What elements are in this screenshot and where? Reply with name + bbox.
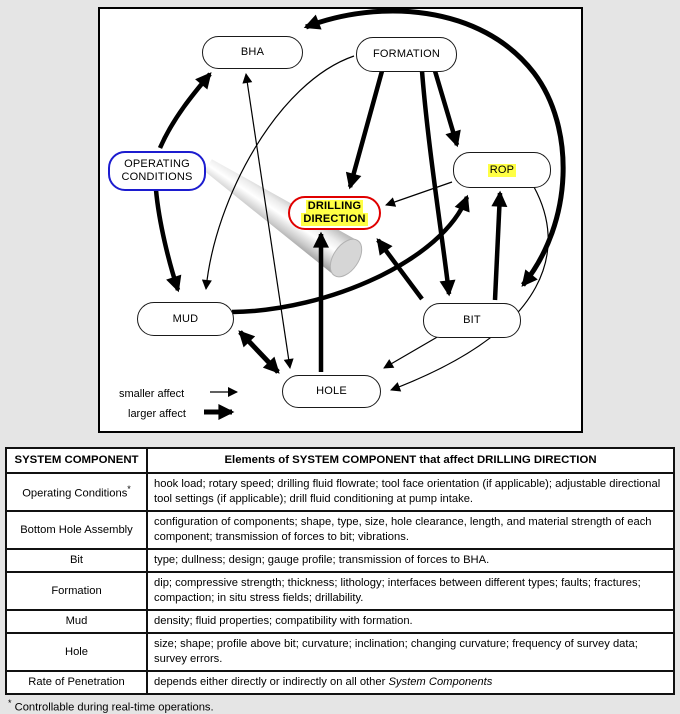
table-row: Formation dip; compressive strength; thi… [5, 571, 675, 611]
component-cell: Mud [5, 609, 148, 634]
node-formation: FORMATION [356, 37, 457, 72]
component-cell: Hole [5, 632, 148, 672]
edge-opcond-mud-large [153, 189, 182, 293]
node-operating-conditions-line1: OPERATING [124, 158, 190, 170]
table-row: Hole size; shape; profile above bit; cur… [5, 632, 675, 672]
component-cell: Bit [5, 548, 148, 573]
table-row: Bit type; dullness; design; gauge profil… [5, 548, 675, 573]
header-elements: Elements of SYSTEM COMPONENT that affect… [146, 447, 675, 474]
edge-mud-hole-large [238, 330, 280, 374]
node-hole: HOLE [282, 375, 381, 408]
node-bha-label: BHA [240, 46, 265, 58]
table-row: Operating Conditions* hook load; rotary … [5, 472, 675, 512]
edge-rop-drilling-direction-small [385, 181, 453, 207]
legend-smaller-affect-label: smaller affect [119, 388, 185, 400]
edge-formation-rop-large [432, 70, 461, 148]
diagram-arrows [153, 8, 566, 420]
system-interaction-diagram: BHA FORMATION OPERATING CONDITIONS ROP D… [98, 7, 583, 433]
node-formation-label: FORMATION [373, 48, 440, 60]
elements-cell: hook load; rotary speed; drilling fluid … [146, 472, 675, 512]
edge-mud-rop-large [231, 194, 470, 315]
table-row: Bottom Hole Assembly configuration of co… [5, 510, 675, 550]
table-row: Mud density; fluid properties; compatibi… [5, 609, 675, 634]
controllable-marker: * [127, 484, 131, 495]
component-cell: Formation [5, 571, 148, 611]
system-component-table-section: SYSTEM COMPONENT Elements of SYSTEM COMP… [5, 447, 675, 714]
header-system-component: SYSTEM COMPONENT [5, 447, 148, 474]
legend-larger-affect-label: larger affect [128, 408, 186, 420]
table-footnote: * Controllable during real-time operatio… [8, 698, 675, 714]
table-row: Rate of Penetration depends either direc… [5, 670, 675, 695]
node-bit-label: BIT [463, 314, 481, 326]
edge-formation-bit-large [419, 70, 456, 297]
edge-bit-drilling-direction-large [376, 238, 424, 301]
edge-formation-drilling-direction-large [345, 70, 385, 190]
edge-bha-hole-small [242, 73, 294, 369]
node-hole-label: HOLE [316, 385, 347, 397]
elements-cell: depends either directly or indirectly on… [146, 670, 675, 695]
elements-cell: density; fluid properties; compatibility… [146, 609, 675, 634]
edge-rop-hole-small [390, 186, 549, 392]
footnote-marker: * [8, 698, 12, 708]
node-drilling-direction-line1: DRILLING [305, 200, 364, 213]
node-operating-conditions-line2: CONDITIONS [121, 171, 193, 183]
node-rop-label: ROP [487, 163, 517, 177]
edge-bit-rop-large [491, 190, 508, 301]
table-header-row: SYSTEM COMPONENT Elements of SYSTEM COMP… [5, 447, 675, 474]
node-mud: MUD [137, 302, 234, 336]
node-bit: BIT [423, 303, 521, 338]
edge-opcond-bha-large [157, 72, 212, 149]
elements-cell: type; dullness; design; gauge profile; t… [146, 548, 675, 573]
edge-bit-hole-small [383, 335, 440, 369]
elements-cell: configuration of components; shape, type… [146, 510, 675, 550]
edge-bit-bha-large [303, 8, 566, 287]
footnote-text: Controllable during real-time operations… [14, 701, 214, 714]
elements-cell: size; shape; profile above bit; curvatur… [146, 632, 675, 672]
component-cell: Bottom Hole Assembly [5, 510, 148, 550]
elements-cell: dip; compressive strength; thickness; li… [146, 571, 675, 611]
node-bha: BHA [202, 36, 303, 69]
node-drilling-direction: DRILLING DIRECTION [288, 196, 381, 230]
node-rop: ROP [453, 152, 551, 188]
italic-elements-text: System Components [388, 676, 493, 688]
node-operating-conditions: OPERATING CONDITIONS [108, 151, 206, 191]
component-cell: Operating Conditions* [5, 472, 148, 512]
node-mud-label: MUD [172, 312, 199, 325]
component-cell: Rate of Penetration [5, 670, 148, 695]
system-component-table: SYSTEM COMPONENT Elements of SYSTEM COMP… [5, 447, 675, 695]
node-drilling-direction-line2: DIRECTION [301, 213, 368, 226]
